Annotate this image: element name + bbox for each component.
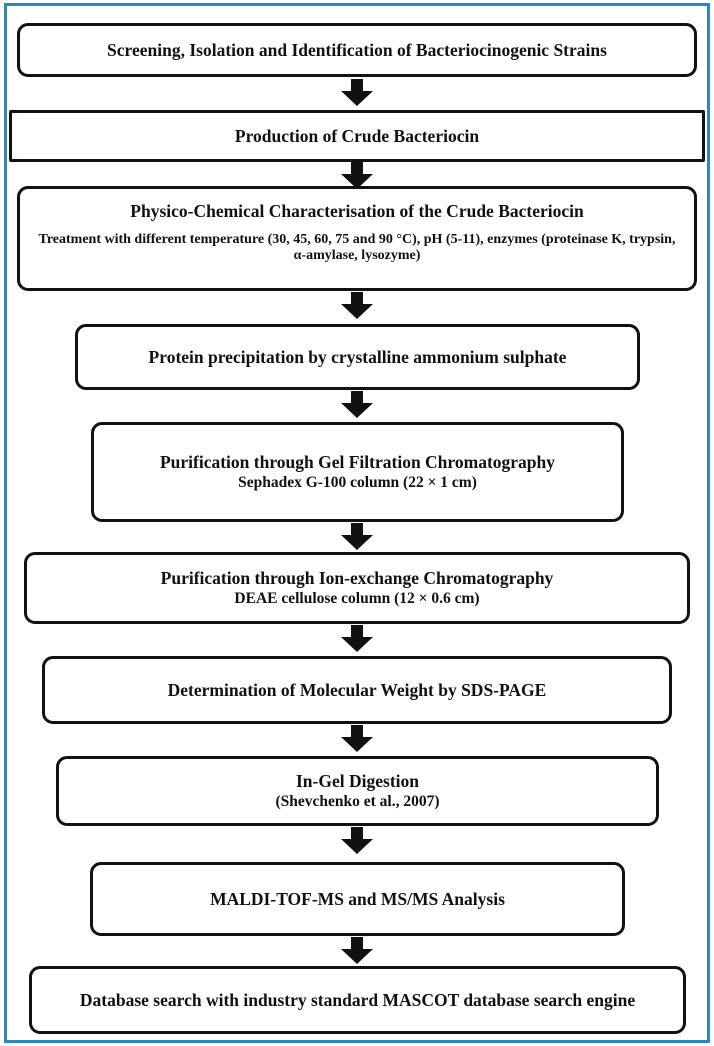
flow-node-database-search-title: Database search with industry standard M… <box>79 989 636 1010</box>
flow-node-in-gel-digestion-title: In-Gel Digestion <box>296 770 419 791</box>
flow-node-in-gel-digestion: In-Gel Digestion (Shevchenko et al., 200… <box>56 756 659 826</box>
flow-arrow-3 <box>340 292 374 320</box>
flow-node-physico-chemical-title: Physico-Chemical Characterisation of the… <box>130 201 584 221</box>
flow-arrow-7 <box>340 725 374 753</box>
flow-node-gel-filtration-title: Purification through Gel Filtration Chro… <box>159 451 556 472</box>
flow-arrow-8 <box>340 827 374 855</box>
flow-node-ion-exchange: Purification through Ion-exchange Chroma… <box>24 552 690 624</box>
flow-node-sds-page: Determination of Molecular Weight by SDS… <box>42 656 672 724</box>
flow-node-gel-filtration: Purification through Gel Filtration Chro… <box>91 422 624 522</box>
flow-arrow-5 <box>340 523 374 551</box>
flow-node-gel-filtration-subtitle: Sephadex G-100 column (22 × 1 cm) <box>238 473 477 491</box>
flow-arrow-1 <box>340 79 374 107</box>
flow-node-production-title: Production of Crude Bacteriocin <box>234 125 480 146</box>
flow-node-screening: Screening, Isolation and Identification … <box>17 23 697 77</box>
flow-node-ion-exchange-subtitle: DEAE cellulose column (12 × 0.6 cm) <box>234 589 480 607</box>
flow-node-screening-title: Screening, Isolation and Identification … <box>107 39 607 60</box>
flow-node-database-search: Database search with industry standard M… <box>29 966 686 1034</box>
flow-node-ion-exchange-title: Purification through Ion-exchange Chroma… <box>160 567 554 588</box>
flow-node-maldi: MALDI-TOF-MS and MS/MS Analysis <box>90 862 625 936</box>
flow-node-in-gel-digestion-subtitle: (Shevchenko et al., 2007) <box>275 792 440 810</box>
flow-node-maldi-title: MALDI-TOF-MS and MS/MS Analysis <box>210 888 505 909</box>
flow-node-sds-page-title: Determination of Molecular Weight by SDS… <box>167 679 547 700</box>
flow-node-precipitation: Protein precipitation by crystalline amm… <box>75 324 640 390</box>
flow-node-production: Production of Crude Bacteriocin <box>9 110 705 162</box>
flow-arrow-4 <box>340 391 374 419</box>
flow-node-physico-chemical: Physico-Chemical Characterisation of the… <box>17 186 697 291</box>
flow-node-physico-chemical-subtitle: Treatment with different temperature (30… <box>38 231 676 264</box>
flow-arrow-2 <box>340 162 374 190</box>
flow-node-precipitation-title: Protein precipitation by crystalline amm… <box>148 346 567 367</box>
flow-arrow-9 <box>340 937 374 965</box>
flow-arrow-6 <box>340 625 374 653</box>
